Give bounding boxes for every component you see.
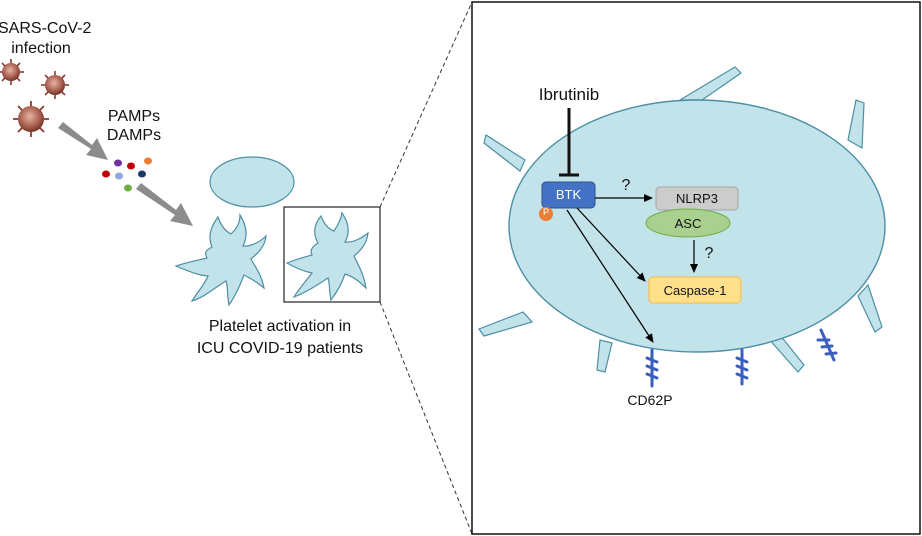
asc-label: ASC bbox=[674, 216, 702, 231]
phospho-label: P bbox=[542, 207, 549, 217]
damps-label: DAMPs bbox=[106, 127, 162, 144]
cd62p-receptor-icon bbox=[735, 348, 749, 386]
activated-platelet bbox=[285, 211, 369, 302]
ibrutinib-label: Ibrutinib bbox=[538, 85, 600, 104]
caption-line2: ICU COVID-19 patients bbox=[196, 340, 364, 357]
pamps-label: PAMPs bbox=[107, 108, 161, 125]
caspase-box bbox=[648, 276, 742, 304]
gray-arrow-icon bbox=[136, 183, 193, 226]
btk-label: BTK bbox=[555, 187, 582, 202]
caption-line1: Platelet activation in bbox=[208, 318, 352, 335]
infection-label-line1: SARS-CoV-2 bbox=[0, 20, 92, 37]
btk-to-caspase-arrow bbox=[576, 207, 646, 282]
nlrp3-label: NLRP3 bbox=[676, 191, 718, 206]
zoom-box bbox=[283, 206, 381, 303]
zoom-line-top bbox=[379, 1, 473, 208]
zoom-line-bottom bbox=[379, 301, 473, 535]
virus-icon bbox=[13, 101, 49, 137]
cd62p-label: CD62P bbox=[627, 392, 673, 408]
gray-arrow-icon bbox=[58, 122, 108, 160]
phospho-badge-icon bbox=[539, 207, 553, 221]
btk-box bbox=[541, 181, 596, 209]
cd62p-receptor-icon bbox=[645, 348, 659, 388]
virus-icon bbox=[41, 71, 69, 99]
btk-to-cd62p-arrow bbox=[566, 209, 654, 343]
activated-platelet bbox=[174, 212, 267, 307]
resting-platelet bbox=[209, 156, 295, 208]
question-mark-2: ? bbox=[704, 245, 714, 262]
cd62p-receptor-icon bbox=[816, 328, 838, 362]
asc-ellipse bbox=[645, 208, 731, 238]
question-mark-1: ? bbox=[621, 177, 631, 194]
virus-icon bbox=[0, 59, 24, 85]
infection-label-line2: infection bbox=[11, 40, 71, 57]
caspase-label: Caspase-1 bbox=[663, 283, 727, 298]
pamp-damp-molecules bbox=[102, 157, 152, 192]
